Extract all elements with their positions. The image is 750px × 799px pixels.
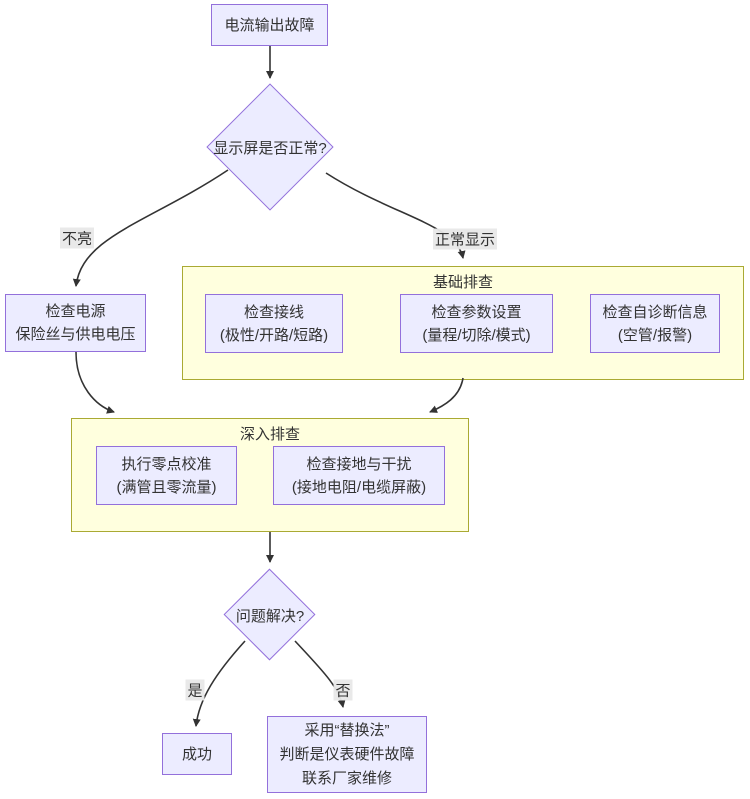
node-check-power-line2: 保险丝与供电电压 [15, 326, 136, 343]
node-check-parameters: 检查参数设置 (量程/切除/模式) [400, 294, 553, 353]
node-zero-calibration-line1: 执行零点校准 [121, 455, 212, 473]
node-start: 电流输出故障 [211, 4, 328, 46]
node-replacement-line2: 判断是仪表硬件故障 [279, 745, 415, 763]
node-check-power: 检查电源 保险丝与供电电压 [5, 294, 146, 352]
node-check-diagnostics-line2: (空管/报警) [617, 326, 693, 344]
node-display-decision-label: 显示屏是否正常? [213, 139, 327, 157]
node-start-label: 电流输出故障 [224, 16, 315, 34]
node-replacement-line1: 采用“替换法” [304, 721, 390, 739]
edge-check-power-to-deep-cluster [75, 351, 115, 414]
node-check-grounding: 检查接地与干扰 (接地电阻/电缆屏蔽) [273, 446, 445, 505]
edge-label-yes: 是 [185, 679, 205, 701]
node-zero-calibration-line2: (满管且零流量) [116, 478, 217, 496]
cluster-basic-title: 基础排查 [432, 274, 493, 291]
node-zero-calibration: 执行零点校准 (满管且零流量) [96, 446, 237, 505]
node-success: 成功 [162, 733, 232, 775]
node-check-parameters-line2: (量程/切除/模式) [422, 326, 531, 344]
edge-basic-cluster-to-deep-cluster [429, 377, 464, 413]
node-problem-decision: 问题解决? [223, 568, 316, 661]
node-success-label: 成功 [181, 745, 212, 763]
node-check-power-line1: 检查电源 [45, 303, 106, 320]
node-problem-decision-label: 问题解决? [235, 607, 305, 625]
node-check-wiring-line1: 检查接线 [243, 303, 304, 321]
node-check-grounding-line2: (接地电阻/电缆屏蔽) [291, 478, 427, 496]
node-check-parameters-line1: 检查参数设置 [431, 303, 522, 321]
node-check-wiring-line2: (极性/开路/短路) [219, 326, 329, 344]
node-check-wiring: 检查接线 (极性/开路/短路) [205, 294, 343, 353]
node-display-decision: 显示屏是否正常? [206, 83, 334, 211]
edge-label-normal-display: 正常显示 [432, 228, 498, 250]
node-check-diagnostics: 检查自诊断信息 (空管/报警) [590, 294, 720, 353]
node-replacement-line3: 联系厂家维修 [301, 769, 392, 787]
node-check-diagnostics-line1: 检查自诊断信息 [602, 303, 708, 321]
edge-label-not-lit: 不亮 [59, 227, 95, 249]
node-check-grounding-line1: 检查接地与干扰 [306, 455, 412, 473]
edge-label-no: 否 [333, 679, 353, 701]
cluster-deep-title: 深入排查 [239, 426, 300, 443]
node-replacement: 采用“替换法” 判断是仪表硬件故障 联系厂家维修 [267, 716, 427, 793]
